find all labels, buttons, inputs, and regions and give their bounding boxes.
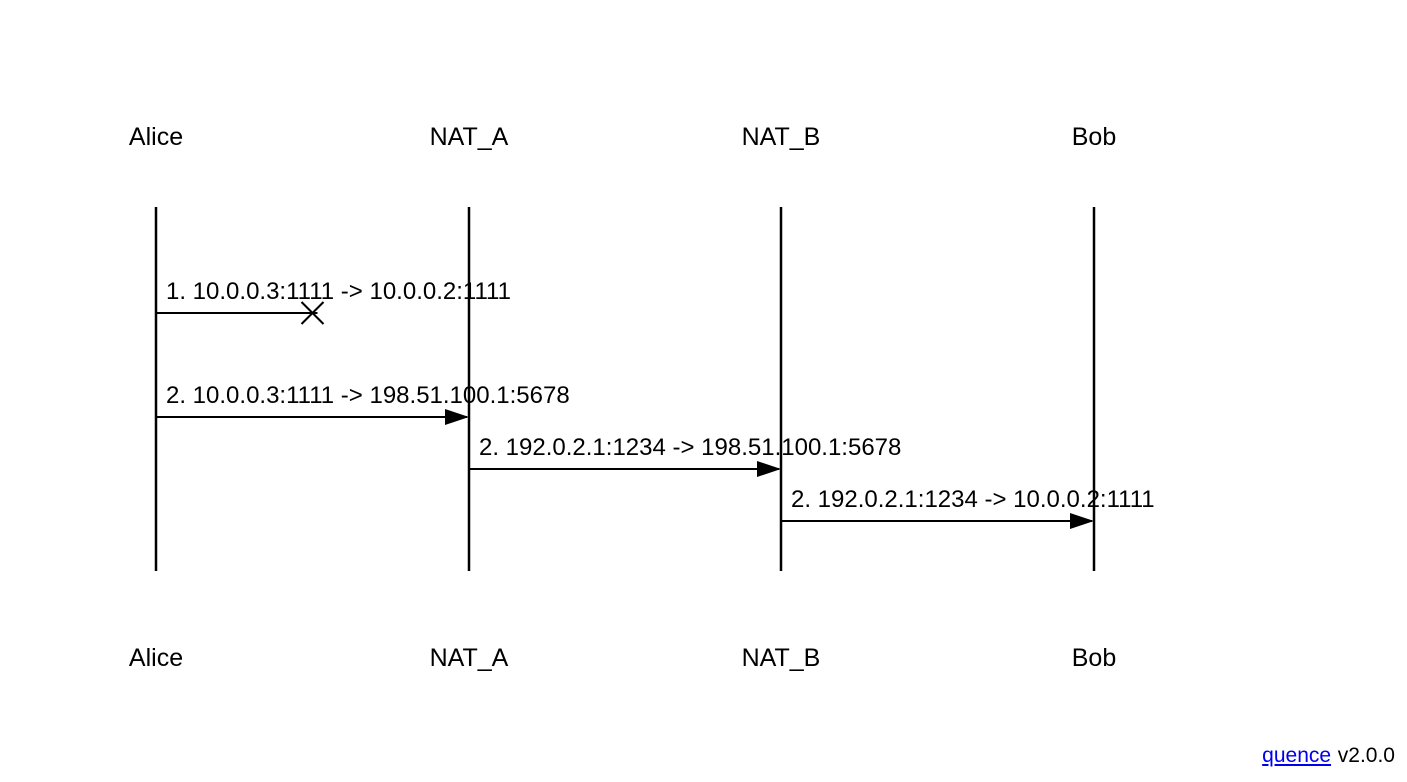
actor-label-bottom: NAT_A — [430, 644, 509, 672]
message-label: 2. 192.0.2.1:1234 -> 10.0.0.2:1111 — [791, 486, 1155, 513]
actor-label-top: Alice — [129, 123, 183, 151]
actor-label-bottom: Alice — [129, 644, 183, 672]
arrowhead-icon — [445, 409, 469, 425]
quence-link[interactable]: quence — [1262, 744, 1332, 767]
arrowhead-icon — [1070, 513, 1094, 529]
actor-label-top: NAT_B — [742, 123, 821, 151]
footer-version-label: v2.0.0 — [1337, 744, 1395, 767]
lost-message-cross-icon — [300, 301, 325, 325]
actor-label-top: Bob — [1072, 123, 1116, 151]
actor-label-bottom: Bob — [1072, 644, 1116, 672]
message-label: 2. 192.0.2.1:1234 -> 198.51.100.1:5678 — [479, 434, 901, 461]
message-label: 1. 10.0.0.3:1111 -> 10.0.0.2:1111 — [166, 278, 511, 305]
actor-label-bottom: NAT_B — [742, 644, 821, 672]
message-label: 2. 10.0.0.3:1111 -> 198.51.100.1:5678 — [166, 382, 570, 409]
arrowhead-icon — [757, 461, 781, 477]
actor-label-top: NAT_A — [430, 123, 509, 151]
